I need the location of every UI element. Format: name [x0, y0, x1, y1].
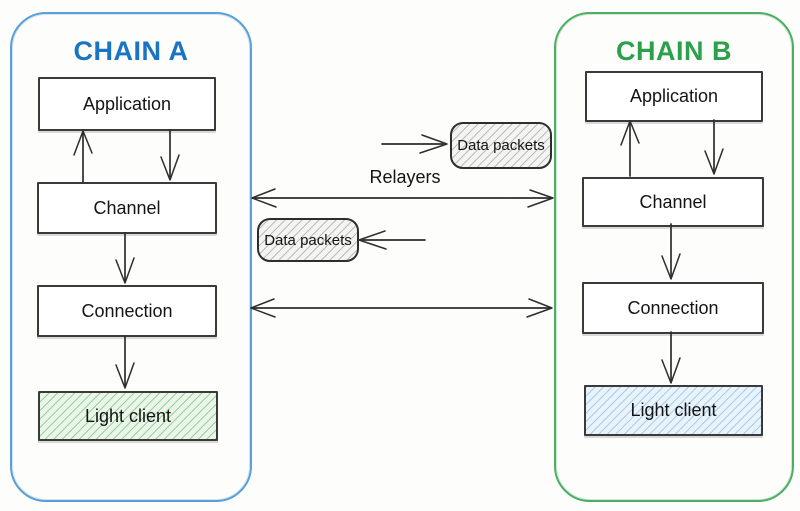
chain-b-light-client-box: Light client — [584, 385, 763, 436]
chain-a-channel-box: Channel — [37, 182, 217, 234]
arrow-to-data-packets-bottom — [358, 230, 426, 250]
chain-b-connection-box: Connection — [582, 282, 764, 334]
chain-b-title: CHAIN B — [616, 36, 732, 66]
chain-a-container: CHAIN A — [10, 12, 252, 502]
arrow-connection-level — [250, 298, 553, 318]
chain-b-application-box: Application — [585, 71, 763, 122]
chain-a-title: CHAIN A — [73, 36, 189, 66]
chain-b-light-client-label: Light client — [630, 400, 717, 420]
chain-b-channel-box: Channel — [582, 177, 764, 227]
arrow-relayers-channel-level — [251, 188, 554, 208]
chain-a-connection-box: Connection — [37, 285, 217, 337]
relayers-label: Relayers — [369, 167, 441, 187]
chain-a-application-label: Application — [82, 93, 172, 114]
chain-b-connection-label: Connection — [627, 297, 719, 318]
chain-a-connection-label: Connection — [81, 300, 173, 321]
arrow-to-data-packets-top — [381, 134, 448, 154]
chain-b-application-label: Application — [629, 86, 719, 106]
chain-a-light-client-label: Light client — [84, 405, 172, 426]
data-packets-pill-bottom: Data packets — [257, 218, 359, 262]
chain-b-container: CHAIN B — [554, 12, 794, 502]
data-packets-top-label: Data packets — [457, 137, 545, 154]
chain-a-light-client-box: Light client — [38, 391, 218, 441]
chain-b-channel-label: Channel — [639, 191, 707, 212]
data-packets-pill-top: Data packets — [450, 122, 552, 169]
chain-a-application-box: Application — [38, 77, 216, 131]
chain-a-channel-label: Channel — [93, 197, 161, 218]
data-packets-bottom-label: Data packets — [264, 231, 352, 249]
